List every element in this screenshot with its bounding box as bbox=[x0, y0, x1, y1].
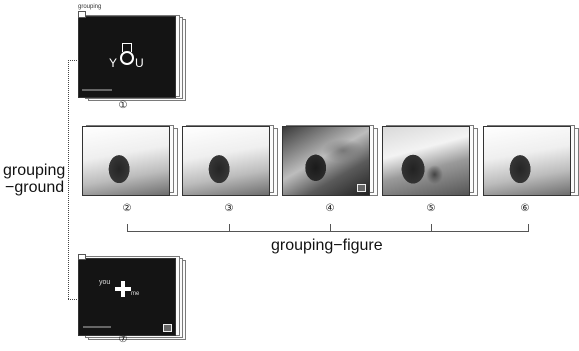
lock-icon bbox=[120, 51, 134, 65]
card-5-stack bbox=[382, 123, 478, 198]
figure-bracket-tick-2 bbox=[127, 224, 128, 232]
text-me: me bbox=[131, 291, 139, 297]
number-7: ⑦ bbox=[113, 334, 133, 345]
hp-logo-icon bbox=[163, 324, 172, 332]
card-1: Y U bbox=[78, 16, 176, 98]
figure-bracket-horizontal bbox=[127, 231, 529, 232]
grouping-ground-label: grouping −ground bbox=[3, 162, 67, 196]
ground-bracket-vertical bbox=[68, 60, 69, 299]
number-3: ③ bbox=[219, 203, 239, 214]
card-7-footer bbox=[83, 326, 111, 328]
tab-marker bbox=[78, 11, 86, 18]
card-3 bbox=[182, 126, 270, 196]
figure-bracket-tick-3 bbox=[229, 224, 230, 232]
figure-bracket-tick-6 bbox=[528, 224, 529, 232]
grouping-figure-label: grouping−figure bbox=[271, 237, 383, 254]
grouping-ground-line1: grouping bbox=[3, 162, 67, 179]
card-7: you me bbox=[78, 258, 176, 336]
card-1-stack: Y U grouping bbox=[78, 11, 188, 103]
hp-logo-icon bbox=[357, 184, 366, 192]
number-2: ② bbox=[117, 203, 137, 214]
number-6: ⑥ bbox=[515, 203, 535, 214]
tab-marker bbox=[78, 254, 86, 260]
tab-label: grouping bbox=[78, 4, 101, 10]
ground-bracket-top bbox=[68, 60, 79, 61]
card-7-stack: you me bbox=[78, 254, 188, 339]
plus-icon bbox=[115, 281, 131, 297]
grouping-ground-line2: −ground bbox=[3, 179, 67, 196]
figure-bracket-tick-4 bbox=[330, 224, 331, 232]
number-5: ⑤ bbox=[421, 203, 441, 214]
card-4 bbox=[282, 126, 370, 196]
card-5 bbox=[382, 126, 470, 196]
card-3-stack bbox=[182, 123, 278, 198]
text-you: you bbox=[99, 279, 110, 286]
card-2 bbox=[82, 126, 170, 196]
card-1-footer bbox=[82, 89, 112, 91]
lock-shackle bbox=[122, 43, 132, 52]
figure-bracket-tick-5 bbox=[431, 224, 432, 232]
number-1: ① bbox=[113, 100, 133, 111]
card-4-stack bbox=[282, 123, 378, 198]
you-logo: Y U bbox=[109, 47, 149, 69]
card-6 bbox=[483, 126, 571, 196]
number-4: ④ bbox=[320, 203, 340, 214]
ground-bracket-bottom bbox=[68, 299, 79, 300]
card-2-stack bbox=[82, 123, 178, 198]
card-6-stack bbox=[483, 123, 579, 198]
